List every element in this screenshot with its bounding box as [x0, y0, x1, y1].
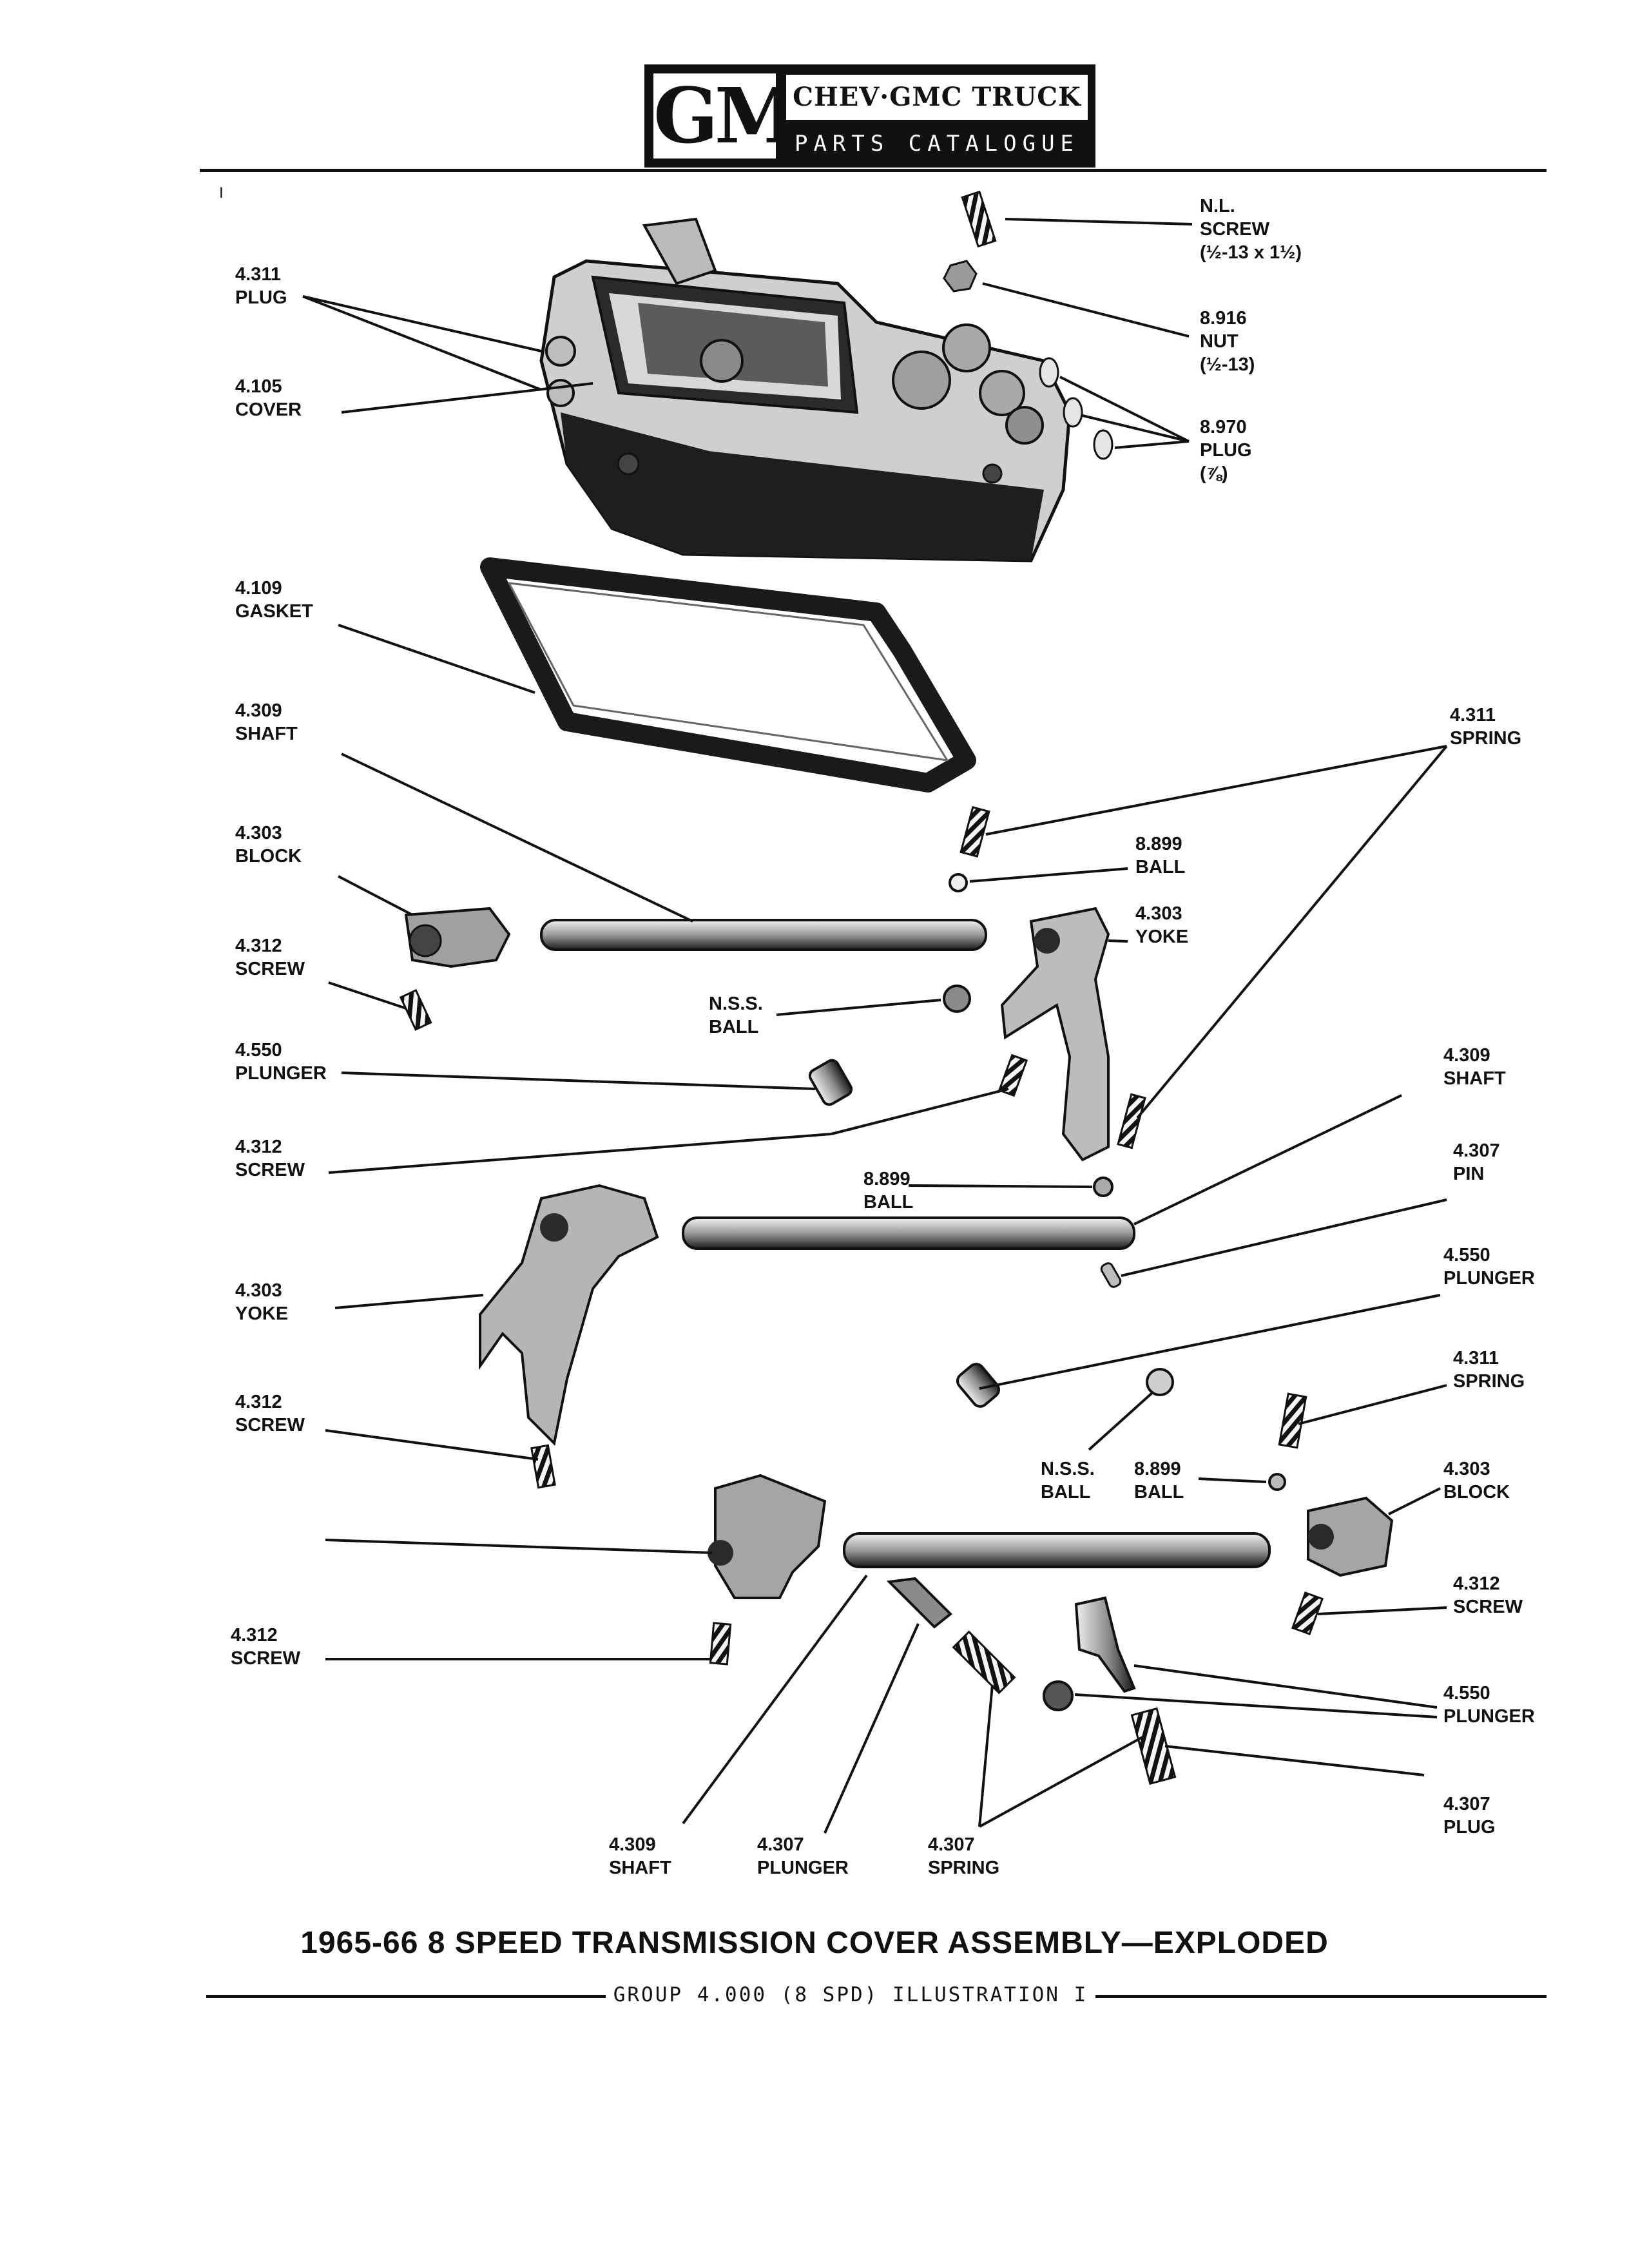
catalogue-header: GM CHEV·GMC TRUCK PARTS CATALOGUE [644, 64, 1095, 168]
brand-subtitle: PARTS CATALOGUE [794, 131, 1080, 157]
nut-part [943, 260, 978, 293]
shift-shaft-lower [843, 1532, 1271, 1568]
block-bore-lower [708, 1540, 733, 1566]
plug-part-lower [1043, 1680, 1074, 1711]
shift-block-lower [714, 1474, 827, 1599]
reverse-plunger [886, 1577, 952, 1629]
leader-lines [302, 218, 1448, 1834]
set-screw-lower-c [709, 1622, 732, 1666]
block-bore-right [1308, 1524, 1334, 1550]
shift-yoke-middle [479, 1184, 659, 1446]
spring-part-lower [1278, 1392, 1307, 1449]
spring-part-upper [959, 806, 990, 858]
nss-ball-upper [943, 985, 971, 1013]
expansion-plug-part-1 [1039, 357, 1059, 388]
expansion-plug-part-2 [1063, 397, 1083, 428]
set-screw-middle [998, 1053, 1028, 1097]
callout-ball-nss-a: N.S.S.BALL [709, 994, 763, 1037]
shift-yoke-upper [1000, 907, 1110, 1162]
brand-title: CHEV·GMC TRUCK [786, 75, 1088, 120]
header-rule [200, 169, 1547, 172]
spring-part-bottom [1130, 1707, 1177, 1785]
illustration-title: 1965-66 8 SPEED TRANSMISSION COVER ASSEM… [300, 1926, 1329, 1960]
poppet-plunger-middle [956, 1363, 1000, 1408]
gasket [480, 557, 976, 793]
interlock-pin [1100, 1262, 1122, 1288]
ball-part-lower [1268, 1473, 1286, 1491]
spring-part-yoke [1117, 1093, 1146, 1149]
set-screw-upper [399, 989, 432, 1031]
callout-screw-nl: N.L.SCREW(½-13 x 1½) [1200, 196, 1302, 263]
shift-block-right [1307, 1496, 1394, 1577]
screw-part-top [961, 190, 997, 248]
expansion-plug-part-3 [1093, 429, 1113, 460]
poppet-plunger-lower [1074, 1596, 1136, 1693]
transmission-cover [539, 217, 1072, 562]
yoke-bore-upper [1034, 928, 1060, 954]
ball-part-middle [1093, 1177, 1113, 1197]
illustration-reference: GROUP 4.000 (8 SPD) ILLUSTRATION I [606, 1983, 1095, 2006]
yoke-bore-middle [540, 1213, 568, 1242]
callout-ball-nss-b: N.S.S.BALL [1041, 1459, 1095, 1503]
header-logo-box: GM CHEV·GMC TRUCK PARTS CATALOGUE [644, 64, 1095, 168]
set-screw-lower-b [1291, 1591, 1324, 1635]
nss-ball-lower [1146, 1368, 1174, 1396]
page-mark: I [219, 184, 224, 202]
gm-logo: GM [653, 71, 798, 160]
block-bore-upper [409, 924, 442, 957]
plunger-spring [952, 1630, 1016, 1695]
poppet-plunger-upper [808, 1059, 853, 1106]
shift-shaft-middle [682, 1216, 1135, 1250]
shift-shaft-upper [540, 919, 987, 951]
set-screw-lower-a [530, 1444, 556, 1489]
ball-part-upper [949, 873, 968, 892]
